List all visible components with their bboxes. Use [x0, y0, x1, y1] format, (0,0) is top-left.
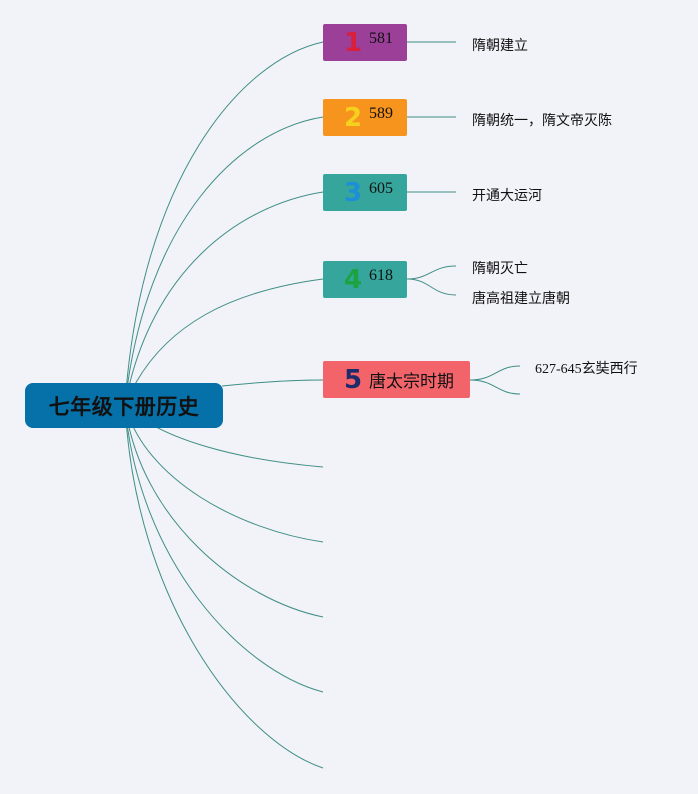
- link-b5-leaf-1: [469, 365, 521, 381]
- leaf-4-2[interactable]: 唐高祖建立唐朝: [472, 291, 570, 307]
- link-root-branch-4: [124, 278, 324, 406]
- branch-label-2: 589: [369, 104, 393, 122]
- link-root-empty-5: [124, 404, 324, 769]
- link-b4-leaf-1: [406, 265, 457, 280]
- branch-label-1: 581: [369, 29, 393, 47]
- root-topic[interactable]: 七年级下册历史: [25, 383, 223, 428]
- root-topic-label: 七年级下册历史: [48, 394, 200, 419]
- number-badge-2: 2: [343, 102, 363, 133]
- leaf-2-1[interactable]: 隋朝统一，隋文帝灭陈: [472, 113, 612, 129]
- branch-node-2[interactable]: 2 589: [323, 99, 407, 136]
- number-badge-4: 4: [343, 264, 363, 295]
- branch-node-3[interactable]: 3 605: [323, 174, 407, 211]
- branch-label-4: 618: [369, 266, 393, 284]
- number-badge-1: 1: [343, 27, 363, 58]
- branch-node-1[interactable]: 1 581: [323, 24, 407, 61]
- leaf-1-1[interactable]: 隋朝建立: [472, 38, 528, 54]
- branch-label-3: 605: [369, 179, 393, 197]
- link-root-empty-4: [124, 404, 324, 693]
- link-root-empty-2: [124, 404, 324, 543]
- link-root-branch-3: [124, 191, 324, 406]
- leaf-4-1[interactable]: 隋朝灭亡: [472, 261, 528, 277]
- link-b4-leaf-2: [406, 278, 457, 296]
- number-badge-3: 3: [343, 177, 363, 208]
- branch-node-4[interactable]: 4 618: [323, 261, 407, 298]
- link-root-empty-3: [124, 404, 324, 618]
- link-root-branch-1: [124, 41, 324, 406]
- branch-node-5[interactable]: 5 唐太宗时期: [323, 361, 470, 398]
- link-root-branch-2: [124, 116, 324, 406]
- leaf-3-1[interactable]: 开通大运河: [472, 188, 542, 204]
- leaf-5-1[interactable]: 627-645玄奘西行: [535, 362, 638, 377]
- link-b5-leaf-2: [469, 379, 521, 395]
- number-badge-5: 5: [343, 364, 363, 395]
- branch-label-5: 唐太宗时期: [369, 372, 454, 392]
- link-root-branch-5: [221, 379, 324, 387]
